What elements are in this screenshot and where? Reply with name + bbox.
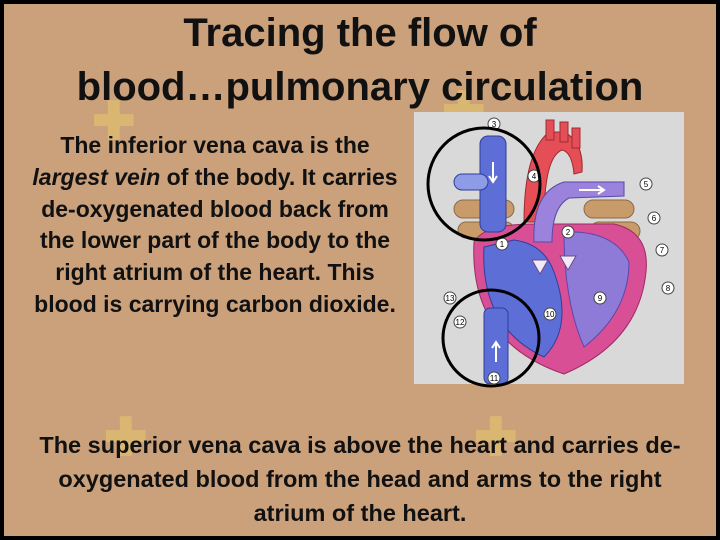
callout-3: 3 <box>492 120 497 129</box>
valve <box>559 255 577 272</box>
inferior-text-emphasis: largest vein <box>32 163 161 190</box>
callout-6: 6 <box>652 214 657 223</box>
callout-10: 10 <box>546 310 555 319</box>
inferior-text-part-2: of the body. It carries de-oxygenated bl… <box>34 163 398 317</box>
valve <box>531 259 549 276</box>
callout-13: 13 <box>446 294 455 303</box>
callout-4: 4 <box>532 172 537 181</box>
heart-diagram: 3 4 5 6 2 1 7 8 9 10 11 12 13 <box>443 117 675 384</box>
inferior-vena-cava-text: The inferior vena cava is the largest ve… <box>26 130 404 321</box>
watermark-mark: ✚ <box>104 409 148 467</box>
watermark-mark: ✚ <box>92 93 136 151</box>
callout-7: 7 <box>660 246 665 255</box>
vein-branch <box>453 173 489 191</box>
callout-11: 11 <box>490 374 499 383</box>
watermark-mark: ✚ <box>474 409 518 467</box>
diagram-callouts: 3 4 5 6 2 1 7 8 9 10 11 12 13 <box>443 117 675 384</box>
slide: ✚ ✚ ✚ ✚ Tracing the flow of blood…pulmon… <box>4 4 716 536</box>
flow-arrows <box>488 162 606 362</box>
aortic-branch <box>545 119 555 141</box>
callout-2: 2 <box>566 228 571 237</box>
callout-5: 5 <box>644 180 649 189</box>
aortic-branch <box>559 121 569 143</box>
left-heart-chambers <box>563 231 630 348</box>
inferior-vena-cava-highlight <box>441 288 541 388</box>
aortic-branch <box>571 127 581 149</box>
callout-9: 9 <box>598 294 603 303</box>
highlight-circles <box>426 126 542 388</box>
inferior-text-part-1: The inferior vena cava is the <box>60 132 370 158</box>
slide-title-line-2: blood…pulmonary circulation <box>76 65 644 109</box>
callout-1: 1 <box>500 240 505 249</box>
superior-vena-cava-text: The superior vena cava is above the hear… <box>39 432 681 526</box>
callout-8: 8 <box>666 284 671 293</box>
slide-title-line-1: Tracing the flow of <box>183 11 537 55</box>
callout-12: 12 <box>456 318 465 327</box>
pulmonary-artery <box>533 181 625 243</box>
superior-vena-cava-highlight <box>426 126 542 242</box>
